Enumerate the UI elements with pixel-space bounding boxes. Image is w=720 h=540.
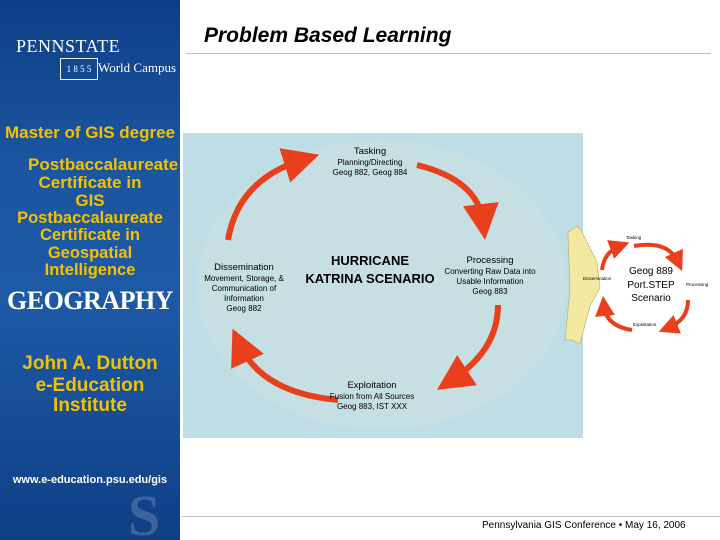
program-pbc-gis: Postbaccalaureate Certificate in GIS [28,155,179,210]
scenario-title: HURRICANE KATRINA SCENARIO [305,253,435,286]
sidebar: PENNSTATE 1 8 5 5 World Campus Master of… [0,0,180,540]
stage-exploitation-line2: Geog 883, IST XXX [336,401,408,411]
stage-dissemination-line1: Movement, Storage, & [204,273,284,283]
mini-scenario-line2: Scenario [631,293,671,304]
stage-dissemination-head: Dissemination [214,262,274,273]
arrow-exploitation-to-dissemination [231,328,339,403]
footer-divider [182,516,720,517]
stage-processing-line3: Geog 883 [472,286,508,296]
pennstate-logo: PENNSTATE [16,36,121,56]
stage-tasking: Tasking Planning/Directing Geog 882, Geo… [325,146,415,178]
connector-bracket [564,225,601,345]
mini-processing-label: Processing [686,282,709,287]
institute-line2: e-Education Institute [35,375,145,416]
institute-line1: John A. Dutton [22,353,158,374]
sidebar-url[interactable]: www.e-education.psu.edu/gis [12,474,168,486]
stage-dissemination-line2: Communication of [211,283,277,293]
mini-tasking-label: Tasking [626,235,642,240]
slide-footer: Pennsylvania GIS Conference • May 16, 20… [482,520,686,531]
mini-cycle-text: Geog 889 Port.STEP Scenario [617,265,685,306]
mini-arrow-bottom [595,296,633,332]
stage-dissemination-line4: Geog 882 [226,303,262,313]
mini-dissemination-label: Dissemination [583,276,612,281]
arrow-tasking-to-processing [416,162,499,240]
stage-dissemination: Dissemination Movement, Storage, & Commu… [198,262,290,314]
program-pbc-geoint: Postbaccalaureate Certificate in Geospat… [17,209,163,279]
cycle-ring [197,140,567,430]
slide-title: Problem Based Learning [204,24,452,47]
stage-processing-line1: Converting Raw Data into [444,266,536,276]
stage-processing-line2: Usable Information [456,276,524,286]
mini-arrow-left [600,240,630,271]
stage-exploitation-head: Exploitation [347,380,397,391]
mini-arrow-top [633,242,683,272]
arrow-processing-to-exploitation [436,304,501,390]
stage-tasking-line1: Planning/Directing [337,157,403,167]
penn-state-s-watermark-icon: S [128,483,161,540]
stage-processing-head: Processing [466,255,514,266]
stage-exploitation-line1: Fusion from All Sources [329,391,415,401]
mini-scenario-line1: Port.STEP [627,279,675,291]
mini-arrow-right [658,299,690,334]
stage-tasking-line2: Geog 882, Geog 884 [332,167,408,177]
stage-dissemination-line3: Information [223,293,265,303]
mini-exploitation-label: Exploitation [633,322,657,327]
pennstate-shield-icon: 1 8 5 5 [60,58,98,80]
stage-processing: Processing Converting Raw Data into Usab… [437,255,543,297]
world-campus-label: World Campus [98,60,177,75]
geography-logo: GEOGRAPHY [7,286,173,315]
title-divider [186,53,711,54]
arrow-dissemination-to-tasking [225,148,320,241]
program-mgis: Master of GIS degree [4,123,176,142]
stage-exploitation: Exploitation Fusion from All Sources Geo… [322,380,422,412]
stage-tasking-head: Tasking [353,146,387,157]
mini-course: Geog 889 [629,266,673,277]
